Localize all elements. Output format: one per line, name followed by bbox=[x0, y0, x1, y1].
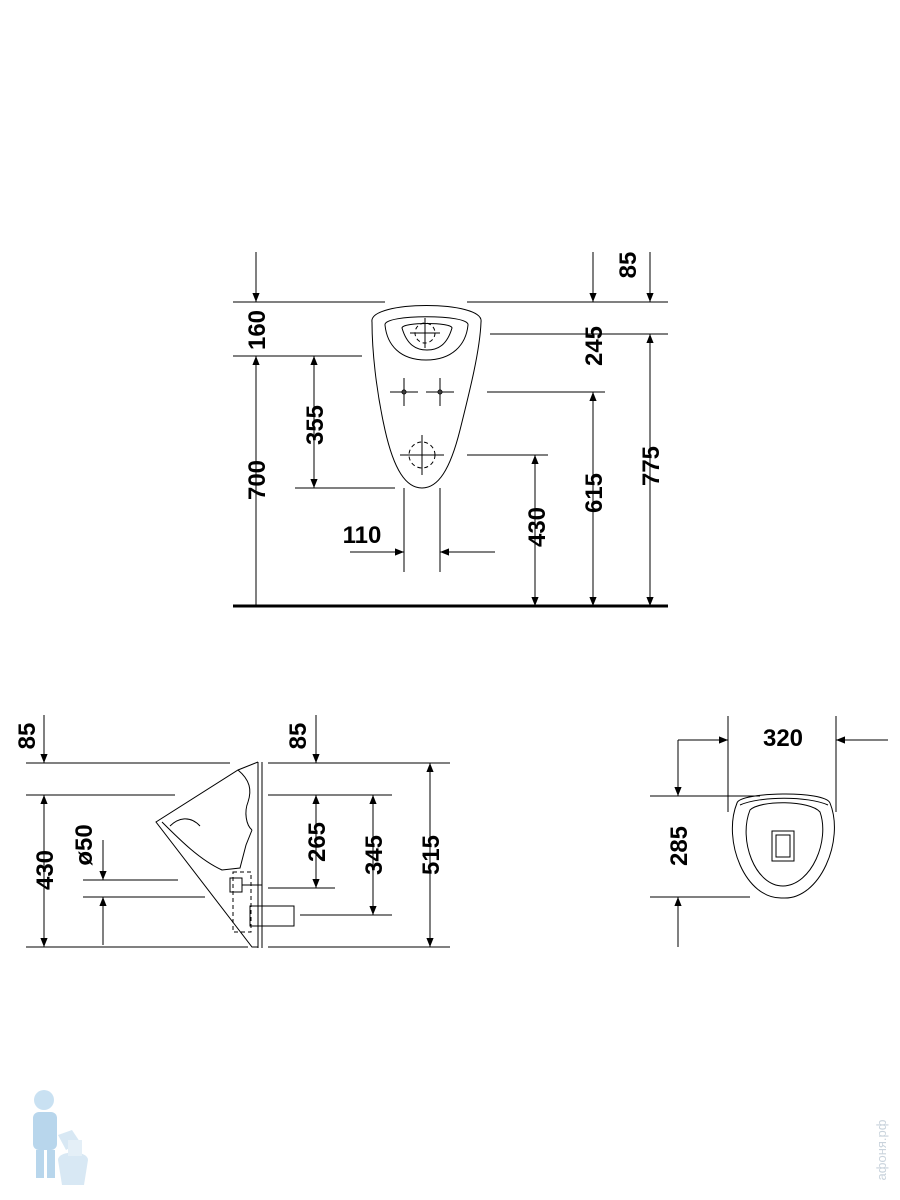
dim-front-85: 85 bbox=[615, 252, 642, 279]
watermark-text: афоня.рф bbox=[874, 1119, 889, 1180]
dim-front-700: 700 bbox=[244, 460, 271, 500]
dim-side-345: 345 bbox=[361, 835, 388, 875]
dim-top-285: 285 bbox=[666, 826, 693, 866]
urinal-side-body bbox=[155, 761, 259, 948]
dim-side-430: 430 bbox=[32, 850, 59, 890]
top-view: 320 285 bbox=[650, 716, 888, 947]
dim-top-320: 320 bbox=[763, 725, 803, 752]
side-view: 85 430 ø50 85 265 345 515 bbox=[14, 715, 450, 948]
dim-side-85-mid: 85 bbox=[285, 723, 312, 750]
dim-side-d50: ø50 bbox=[71, 824, 98, 865]
urinal-top-body bbox=[732, 793, 835, 899]
plumber-mascot-logo bbox=[33, 1090, 88, 1185]
dim-side-515: 515 bbox=[418, 835, 445, 875]
dim-side-265: 265 bbox=[304, 822, 331, 862]
dim-side-85-left: 85 bbox=[14, 723, 41, 750]
urinal-front-body bbox=[371, 305, 482, 489]
dim-front-615: 615 bbox=[581, 473, 608, 513]
dim-front-160: 160 bbox=[244, 310, 271, 350]
dim-front-430: 430 bbox=[524, 507, 551, 547]
dim-front-245: 245 bbox=[581, 326, 608, 366]
front-view: 160 355 700 110 430 245 615 85 775 bbox=[233, 252, 668, 608]
dim-front-355: 355 bbox=[302, 405, 329, 445]
dim-front-775: 775 bbox=[638, 446, 665, 486]
dim-front-110: 110 bbox=[343, 522, 382, 549]
